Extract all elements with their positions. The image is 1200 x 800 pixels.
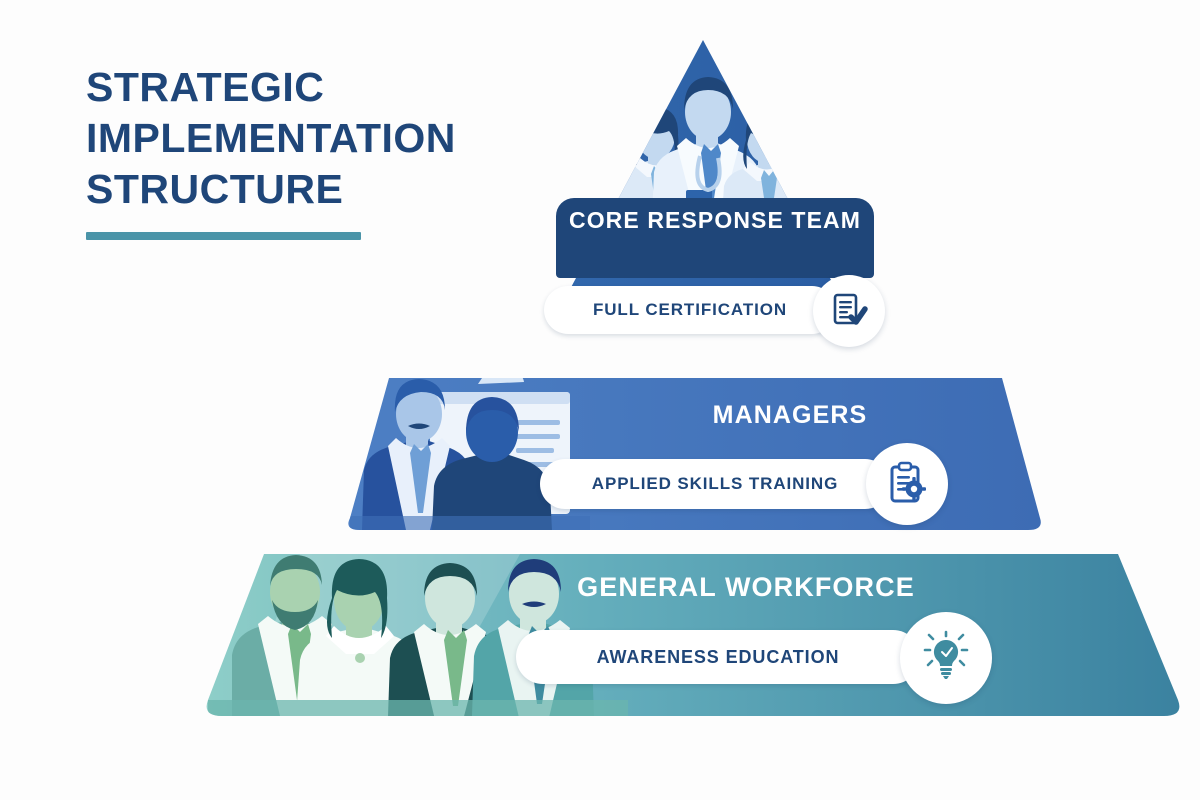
page-title: STRATEGIC IMPLEMENTATION STRUCTURE <box>86 62 526 241</box>
tier-middle[interactable]: MANAGERS <box>340 373 1050 533</box>
tier-top-label-pill[interactable]: FULL CERTIFICATION <box>544 286 836 334</box>
tier-top-heading: CORE RESPONSE TEAM <box>568 207 861 233</box>
tier-bottom-badge[interactable] <box>900 612 992 704</box>
tier-top-label: FULL CERTIFICATION <box>592 300 788 319</box>
tier-top-band <box>556 198 874 278</box>
lightbulb-idea-icon <box>923 630 969 679</box>
tier-top-badge[interactable] <box>813 275 885 347</box>
tier-top[interactable]: CORE RESPONSE TEAM FULL CERTIFICATION <box>468 30 938 370</box>
tier-bottom-label: AWARENESS EDUCATION <box>596 646 840 667</box>
clipboard-gear-icon <box>890 461 926 503</box>
title-line-3: STRUCTURE <box>86 165 344 212</box>
tier-middle-illustration-group <box>350 378 590 530</box>
tier-bottom-shape[interactable] <box>206 554 1180 724</box>
title-accent-rule <box>86 232 361 241</box>
tier-middle-badge[interactable] <box>866 443 948 525</box>
title-line-1: STRATEGIC <box>86 64 325 110</box>
tier-bottom[interactable]: GENERAL WORKFORCE <box>206 548 1182 718</box>
tier-middle-label-pill[interactable]: APPLIED SKILLS TRAINING <box>540 459 890 509</box>
tier-middle-label: APPLIED SKILLS TRAINING <box>591 474 839 493</box>
tier-bottom-illustration-group <box>208 554 628 716</box>
document-check-icon <box>833 293 868 325</box>
tier-bottom-heading: GENERAL WORKFORCE <box>577 572 915 602</box>
tier-middle-heading: MANAGERS <box>712 401 868 429</box>
title-line-2: IMPLEMENTATION <box>86 114 456 161</box>
tier-bottom-label-pill[interactable]: AWARENESS EDUCATION <box>516 630 920 684</box>
